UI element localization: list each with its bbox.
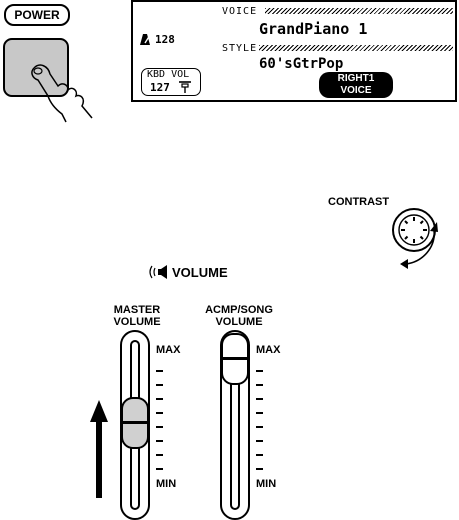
master-max-label: MAX: [156, 344, 181, 356]
right1-line2: VOICE: [340, 85, 372, 96]
speaker-icon: [149, 265, 167, 279]
up-arrow-icon: [90, 400, 108, 498]
power-button[interactable]: [3, 38, 69, 97]
master-scale-ticks: [156, 362, 163, 474]
kbd-vol-label: KBD VOL: [147, 69, 190, 80]
master-volume-knob[interactable]: [121, 397, 149, 449]
master-min-label: MIN: [156, 478, 177, 490]
master-caption-line2: VOLUME: [113, 316, 161, 328]
master-volume-caption: MASTER VOLUME: [104, 304, 170, 328]
acmp-max-label: MAX: [256, 344, 281, 356]
lcd-display: [131, 0, 457, 102]
kbd-vol-box: [141, 68, 201, 96]
master-caption-line1: MASTER: [113, 304, 161, 316]
voice-caption: VOICE: [222, 6, 258, 17]
curved-arrow-icon: [400, 222, 438, 269]
metronome-icon: [140, 34, 151, 45]
volume-title: VOLUME: [172, 265, 228, 280]
style-caption: STYLE: [222, 43, 258, 54]
contrast-label: CONTRAST: [328, 196, 390, 208]
acmp-min-label: MIN: [256, 478, 277, 490]
hand-icon: [31, 64, 93, 123]
acmp-caption-line1: ACMP/SONG: [205, 304, 273, 316]
power-label: POWER: [4, 4, 70, 26]
tempo-value: 128: [155, 33, 175, 46]
right1-voice-badge: RIGHT1 VOICE: [319, 72, 393, 98]
acmp-volume-knob[interactable]: [221, 333, 249, 385]
fader-icon: [179, 81, 191, 93]
acmp-caption-line2: VOLUME: [215, 316, 263, 328]
right1-line1: RIGHT1: [337, 73, 375, 84]
style-hatch-bar: [259, 45, 453, 51]
knob-icon[interactable]: [384, 206, 444, 256]
acmp-volume-caption: ACMP/SONG VOLUME: [192, 304, 286, 328]
voice-hatch-bar: [265, 8, 453, 14]
voice-name: GrandPiano 1: [259, 20, 368, 38]
kbd-vol-value: 127: [150, 81, 170, 94]
acmp-scale-ticks: [256, 362, 263, 474]
style-name: 60'sGtrPop: [259, 56, 344, 72]
